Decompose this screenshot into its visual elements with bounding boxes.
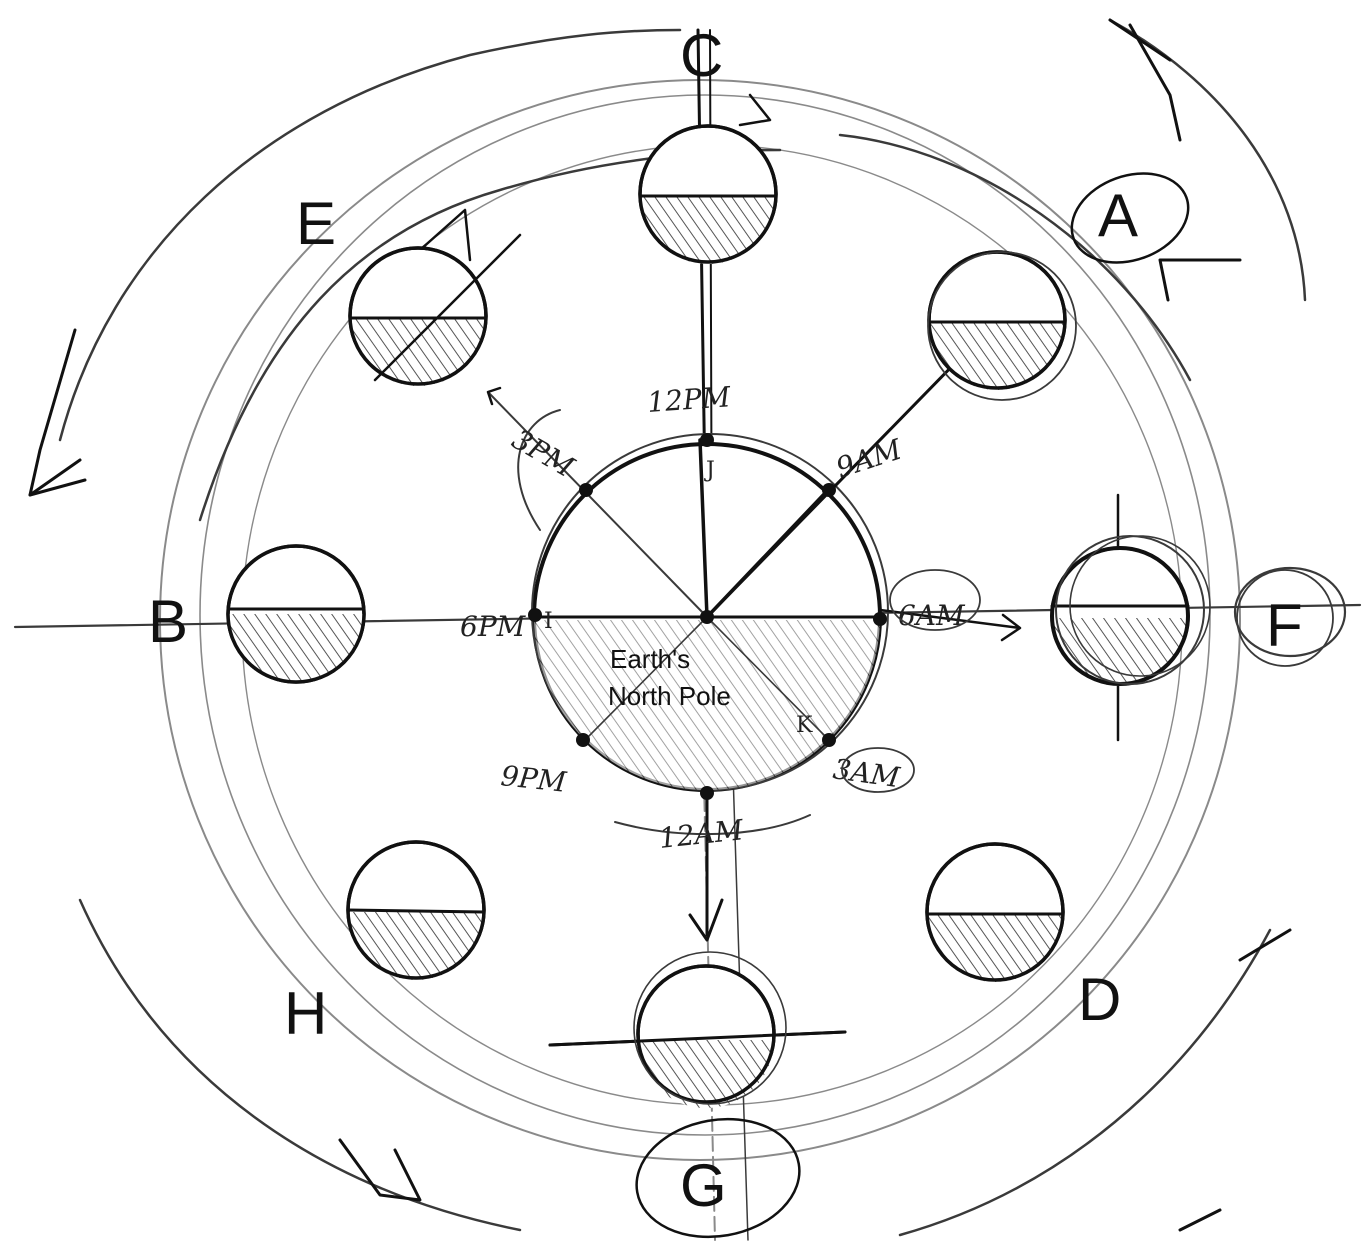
position-label-h: H [284,980,327,1047]
moon-b [228,546,364,682]
moon-a [928,252,1076,400]
time-label-9pm: 9PM [499,759,569,799]
time-label-12am: 12AM [657,813,746,855]
moon-c [640,126,776,264]
time-label-6pm: 6PM [460,610,527,643]
marker-12am [700,786,714,800]
marker-3pm [579,483,593,497]
time-label-12pm: 12PM [646,380,733,419]
marker-12pm [700,433,714,447]
position-label-d: D [1078,966,1121,1033]
moon-h [348,842,484,980]
moon-f [1052,536,1210,686]
point-label-k: K [796,713,813,738]
point-label-j: J [704,458,715,483]
time-label-9am: 9AM [832,432,907,484]
moon-g [550,952,845,1108]
marker-9am [822,483,836,497]
position-label-c: C [680,22,723,89]
earth-label-line2: North Pole [608,681,731,711]
marker-6am [873,612,887,626]
marker-6pm [528,608,542,622]
position-label-f: F [1266,592,1303,659]
moon-d [927,844,1063,982]
marker-center [700,610,714,624]
marker-9pm [576,733,590,747]
position-label-b: B [148,588,188,655]
moon-e [350,235,520,386]
earth-label-line1: Earth's [610,644,690,674]
marker-3am [822,733,836,747]
point-label-i: I [544,609,553,634]
position-label-e: E [296,190,336,257]
position-label-a: A [1098,182,1138,249]
position-label-g: G [680,1152,727,1219]
